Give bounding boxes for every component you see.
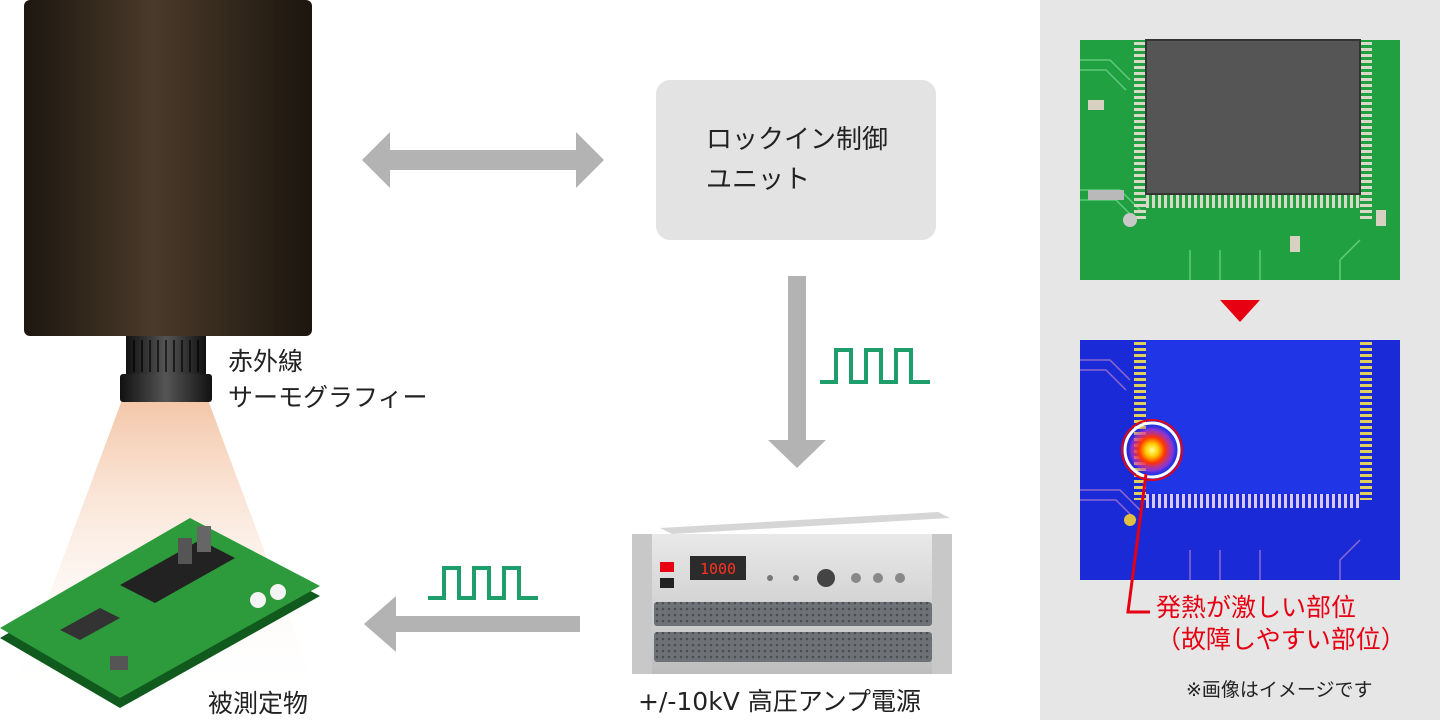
camera-label: 赤外線 サーモグラフィー — [228, 347, 428, 412]
thermography-camera — [24, 0, 312, 402]
dut-label: 被測定物 — [208, 689, 309, 718]
amplifier-label: +/-10kV 高圧アンプ電源 — [638, 687, 921, 716]
down-arrow — [768, 276, 826, 468]
pcb-photo — [1080, 39, 1400, 280]
thermal-image — [1080, 340, 1400, 580]
left-arrow — [364, 596, 580, 652]
image-note: ※画像はイメージです — [1186, 679, 1373, 701]
high-voltage-amplifier: 1000 — [632, 512, 952, 674]
lockin-control-unit — [656, 80, 936, 240]
hotspot-callout-label: 発熱が激しい部位 （故障しやすい部位） — [1156, 593, 1406, 654]
bidirectional-arrow — [362, 132, 604, 188]
pulse-signal-icon — [820, 348, 930, 384]
amp-display-value: 1000 — [700, 560, 736, 578]
callout-leader-line — [1126, 473, 1150, 614]
lockin-unit-label: ロックイン制御 ユニット — [706, 125, 889, 195]
pulse-signal-icon — [428, 566, 538, 600]
device-under-test-pcb — [0, 518, 320, 708]
down-triangle-icon — [1220, 300, 1260, 322]
